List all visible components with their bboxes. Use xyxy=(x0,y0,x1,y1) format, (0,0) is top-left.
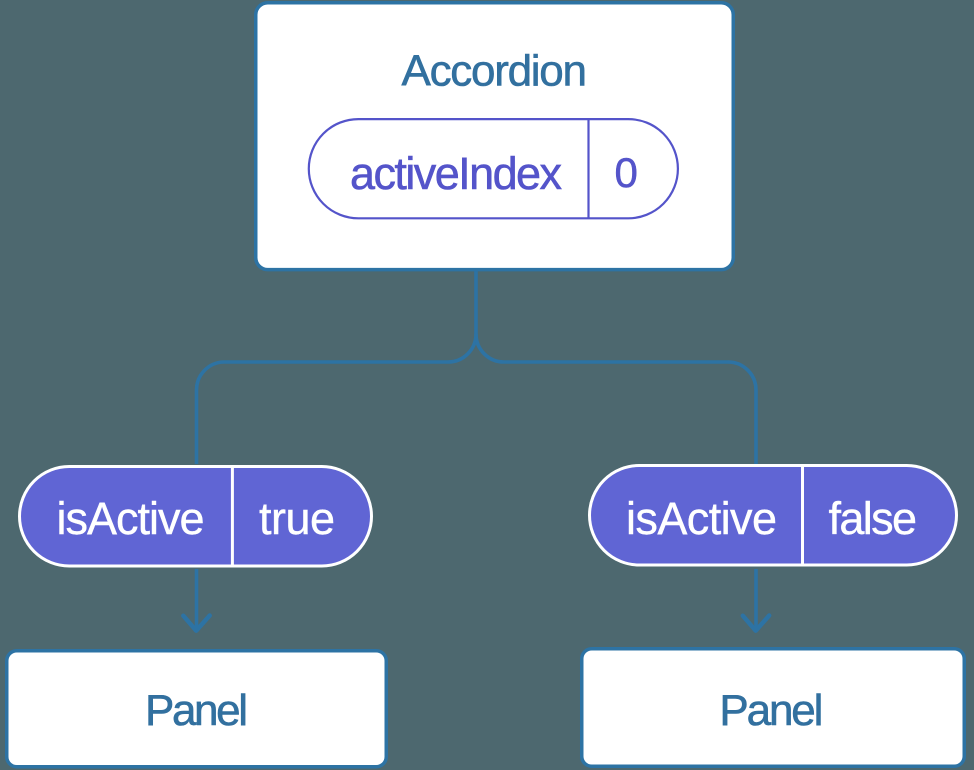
svg-text:Panel: Panel xyxy=(145,686,248,735)
svg-text:false: false xyxy=(829,493,918,544)
svg-text:activeIndex: activeIndex xyxy=(350,148,563,199)
svg-text:isActive: isActive xyxy=(626,493,777,544)
svg-text:isActive: isActive xyxy=(57,493,205,544)
svg-text:0: 0 xyxy=(615,149,638,196)
svg-text:Panel: Panel xyxy=(719,686,823,735)
svg-text:true: true xyxy=(259,493,335,544)
svg-text:Accordion: Accordion xyxy=(402,47,588,96)
